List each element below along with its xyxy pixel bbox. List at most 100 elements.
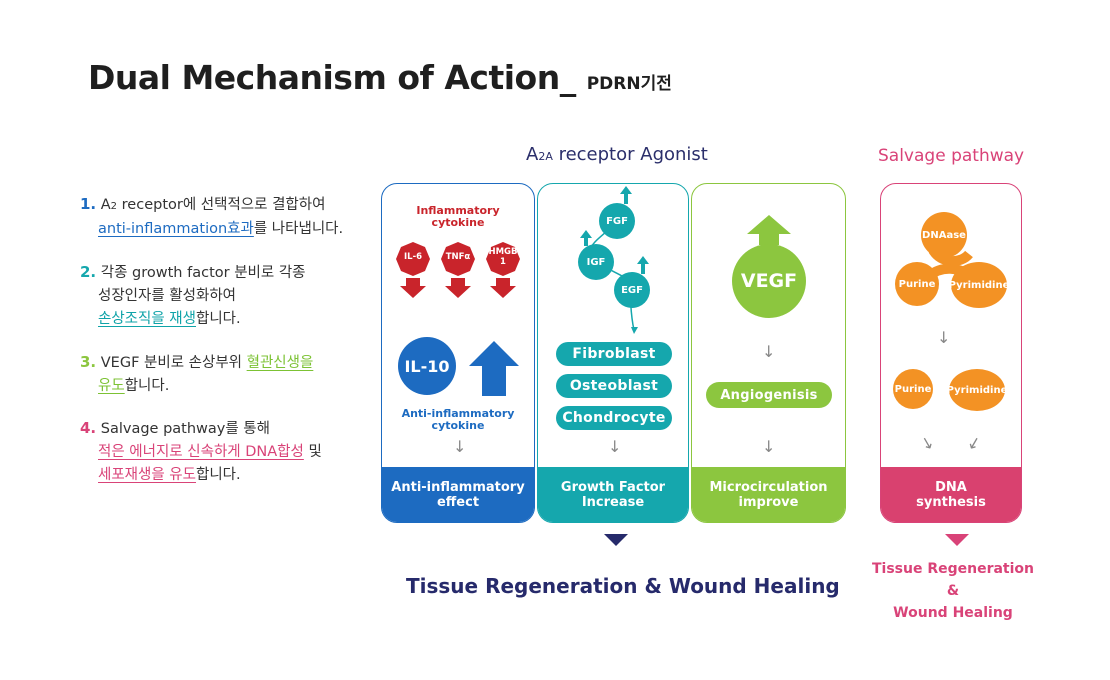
label-line: HMGB [488, 247, 518, 257]
fibroblast-pill: Fibroblast [556, 342, 672, 366]
list-item: 1. A2 receptor에 선택적으로 결합하여 anti-inflamma… [80, 193, 343, 241]
title-main: Dual Mechanism of Action [88, 58, 560, 97]
fgf-up-arrow-icon [620, 186, 632, 204]
list-highlight: 혈관신생을 [246, 355, 314, 371]
label-line: Inflammatory [416, 204, 500, 217]
pyrimidine-circle-bottom: Pyrimidine [947, 369, 1007, 411]
caption-line: Tissue Regeneration [871, 561, 1035, 577]
list-number: 3. [80, 353, 97, 371]
title-subtitle: PDRN기전 [586, 74, 672, 94]
caption-line: Wound Healing [893, 605, 1013, 621]
footer-line: DNA [935, 479, 967, 495]
list-item: 3. VEGF 분비로 손상부위 혈관신생을 유도합니다. [80, 351, 313, 398]
list-line: 손상조직을 재생합니다. [80, 308, 306, 331]
list-highlight: anti-inflammation효과 [98, 221, 254, 237]
footer-line: synthesis [916, 494, 986, 510]
footer-line: Microcirculation [709, 479, 828, 495]
footer-line: effect [436, 494, 480, 510]
diagonal-arrow-icon: ↓ [963, 431, 985, 456]
side-down-triangle-icon [945, 534, 969, 546]
il6-label: IL-6 [403, 252, 423, 262]
page-title: Dual Mechanism of Action_ PDRN기전 [88, 58, 672, 97]
igf-circle: IGF [578, 244, 614, 280]
list-text: Salvage pathway를 통해 [100, 421, 270, 437]
pathway-arrowhead-icon [631, 327, 638, 334]
list-number: 1. [80, 195, 97, 213]
list-line: 세포재생을 유도합니다. [80, 464, 322, 487]
hmgb1-badge [486, 242, 520, 298]
list-text: 를 나타냅니다. [253, 221, 344, 237]
list-text: 합니다. [196, 467, 241, 483]
anti-inflammatory-card: Inflammatory cytokine IL-6 TNFα HMGB 1 I… [381, 183, 535, 523]
diagonal-arrow-icon: ↓ [916, 431, 939, 456]
list-number: 2. [80, 263, 97, 281]
egf-circle: EGF [614, 272, 650, 308]
cytokine-badges [396, 242, 520, 298]
a2a-receptor-header: A2A receptor Agonist [526, 144, 708, 165]
list-text: 및 [303, 444, 322, 460]
list-subscript: 2 [110, 201, 118, 212]
label-line: Anti-inflammatory [401, 407, 515, 420]
dna-synthesis-card: DNAase Purine Pyrimidine ↓ Purine Pyrimi… [880, 183, 1022, 523]
list-number: 4. [80, 419, 97, 437]
footer-line: Increase [581, 494, 645, 510]
list-text: 합니다. [124, 378, 170, 394]
list-text: 각종 growth factor 분비로 각종 [100, 265, 306, 281]
down-arrow-icon: ↓ [453, 437, 467, 456]
list-text: A [100, 197, 111, 213]
hmgb1-label: HMGB 1 [486, 247, 520, 267]
list-highlight: 손상조직을 재생 [98, 311, 196, 327]
list-highlight: 유도 [98, 378, 125, 394]
list-line: anti-inflammation효과를 나타냅니다. [80, 218, 343, 241]
label-line: 1 [500, 257, 506, 267]
tissue-regeneration-caption: Tissue Regeneration & Wound Healing [406, 574, 840, 598]
purine-circle-top: Purine [895, 262, 939, 306]
vegf-up-arrow-icon [747, 215, 791, 245]
salvage-outcome-caption: Tissue Regeneration & Wound Healing [870, 558, 1036, 624]
footer-line: improve [738, 494, 799, 510]
list-item: 2. 각종 growth factor 분비로 각종 성장인자를 활성화하여 손… [80, 261, 306, 331]
footer-line: Growth Factor [560, 479, 666, 495]
growth-factor-card: FGF IGF EGF Fibroblast Osteoblast Chondr… [537, 183, 689, 523]
list-line: 적은 에너지로 신속하게 DNA합성 및 [80, 441, 322, 464]
list-text: receptor에 선택적으로 결합하여 [117, 197, 326, 213]
a2a-rest: receptor Agonist [552, 144, 708, 165]
label-line: cytokine [431, 419, 485, 432]
label-line: cytokine [431, 216, 485, 229]
chondrocyte-pill: Chondrocyte [556, 406, 672, 430]
vegf-circle: VEGF [732, 244, 806, 318]
footer-line: Anti-inflammatory [391, 479, 525, 495]
a2a-prefix: A [526, 144, 539, 165]
list-line: 유도합니다. [80, 375, 313, 398]
inflammatory-cytokine-label: Inflammatory cytokine [382, 205, 534, 229]
list-item: 4. Salvage pathway를 통해 적은 에너지로 신속하게 DNA합… [80, 417, 322, 487]
down-arrow-icon: ↓ [762, 437, 776, 456]
down-arrow-icon: ↓ [762, 342, 776, 361]
igf-up-arrow-icon [580, 230, 592, 246]
list-highlight: 적은 에너지로 신속하게 DNA합성 [98, 444, 304, 460]
fgf-circle: FGF [599, 203, 635, 239]
list-text: VEGF 분비로 손상부위 [100, 355, 247, 371]
il6-badge [396, 242, 430, 298]
list-text: 성장인자를 활성화하여 [98, 288, 237, 304]
list-text: 합니다. [196, 311, 241, 327]
anti-inflammatory-cytokine-label: Anti-inflammatory cytokine [382, 408, 534, 432]
main-down-triangle-icon [604, 534, 628, 546]
tnf-label: TNFα [445, 252, 471, 262]
up-arrow-icon [469, 341, 519, 396]
osteoblast-pill: Osteoblast [556, 374, 672, 398]
title-separator: _ [559, 58, 577, 97]
down-arrow-icon: ↓ [608, 437, 622, 456]
purine-circle-bottom: Purine [893, 369, 933, 409]
caption-line: & [946, 583, 960, 599]
tnf-badge [441, 242, 475, 298]
a2a-subscript: 2A [538, 150, 553, 163]
salvage-pathway-header: Salvage pathway [878, 146, 1025, 166]
down-arrow-icon: ↓ [937, 328, 951, 347]
dnaase-circle: DNAase [921, 212, 967, 258]
